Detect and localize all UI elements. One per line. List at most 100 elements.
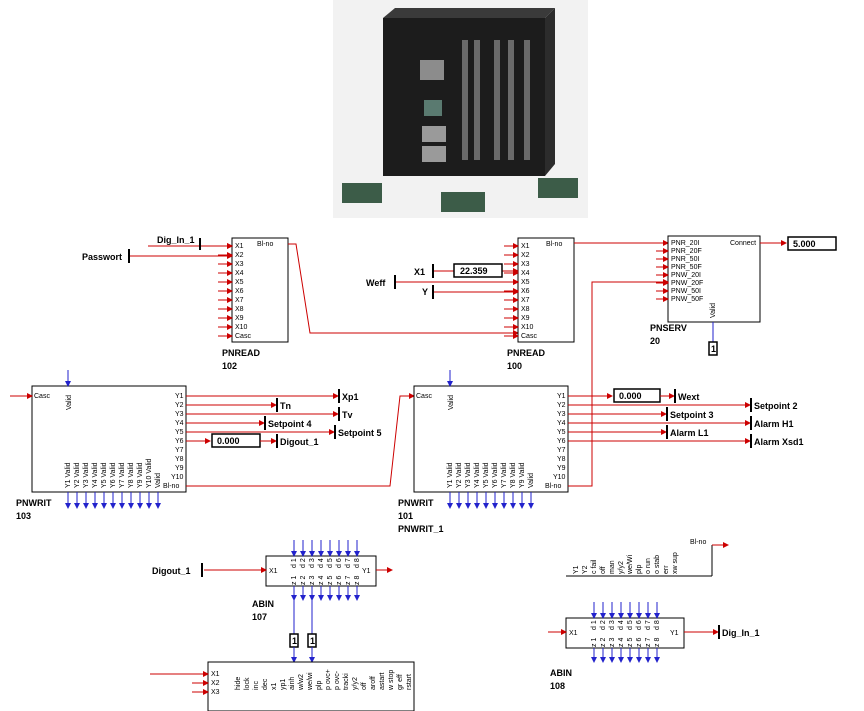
pnwrit-101-output-label: Y6 [557, 438, 566, 445]
bottom-block-label: lock [244, 677, 251, 690]
abin-107-zbit-label: z 2 [300, 576, 307, 585]
pnread-102-input-label: X10 [235, 324, 248, 331]
pnwrit-101-output-label: Y3 [557, 411, 566, 418]
pnwrit-103-output-label: Y3 [175, 411, 184, 418]
bottom-block-label: tracki [343, 673, 350, 690]
digout-value: 0.000 [217, 436, 240, 446]
abin-108-bit-label: d 3 [609, 620, 616, 630]
pnwrit-101-valid-label: Y2 Valid [456, 462, 463, 488]
pnwrit-101-valid-label: Y6 Valid [492, 462, 499, 488]
pnwrit-101-output-label: Y10 [553, 474, 566, 481]
setpoint-4-label: Setpoint 4 [268, 419, 312, 429]
bottom-x3: X3 [211, 689, 220, 696]
abin-107-y1: Y1 [362, 568, 371, 575]
abin-108-bit-label: d 2 [600, 620, 607, 630]
pnwrit-101-output-label: Y1 [557, 393, 566, 400]
pnread-102-input-label: Casc [235, 333, 251, 340]
wire-102-to-100 [288, 243, 519, 336]
pnread-102-input-label: X6 [235, 288, 244, 295]
pnwrit-101-valid-label: Y4 Valid [474, 462, 481, 488]
pnwrit-103-output-label: Y8 [175, 456, 184, 463]
pnread-100-name: PNREAD [507, 348, 546, 358]
abin-108-zbit-label: z 7 [645, 638, 652, 647]
y-label: Y [422, 287, 428, 297]
abin-108-zbit-label: z 5 [627, 638, 634, 647]
connect-output-value: 5.000 [793, 239, 816, 249]
abin-107-bit-label: d 1 [291, 558, 298, 568]
setpoint-2-label: Setpoint 2 [754, 401, 798, 411]
pnread-100-input-label: X10 [521, 324, 534, 331]
pnserv-valid-box: 1 [711, 344, 716, 354]
abin-107-zbit-label: z 7 [345, 576, 352, 585]
abin-108-name: ABIN [550, 668, 572, 678]
pnserv-block-20: PNR_20IPNR_20FPNR_50IPNR_50FPNW_20IPNW_2… [650, 235, 837, 356]
abin-107-bit-label: d 4 [318, 558, 325, 568]
pnwrit-103-output-signals: Xp1 Tn Tv Setpoint 4 Setpoint 5 0.000 Di… [186, 389, 415, 487]
bottom-block-label: ainh [289, 677, 296, 690]
wext-value: 0.000 [619, 391, 642, 401]
pnwrit-101-output-label: Y8 [557, 456, 566, 463]
digout-1-label: Digout_1 [280, 437, 319, 447]
pnserv-valid-label: Valid [710, 303, 717, 318]
weff-label: Weff [366, 278, 386, 288]
abin-107-zbit-label: z 3 [309, 576, 316, 585]
passwort-label: Passwort [82, 252, 122, 262]
pnwrit-103-valid-label: Y5 Valid [101, 462, 108, 488]
pnread-100-input-label: X6 [521, 288, 530, 295]
setpoint-3-label: Setpoint 3 [670, 410, 714, 420]
abin-107-zbit-label: z 5 [327, 576, 334, 585]
abin-107-bit-label: d 8 [354, 558, 361, 568]
pnwrit-103-valid-label: Y9 Valid [137, 462, 144, 488]
pnwrit-101-valid-label: Y9 Valid [519, 462, 526, 488]
pnwrit-103-output-label: Y2 [175, 402, 184, 409]
bottom-block-label: p ovc+ [325, 669, 332, 690]
alarm-l1-label: Alarm L1 [670, 428, 709, 438]
x1-label: X1 [414, 267, 425, 277]
pnwrit-101-output-label: Y7 [557, 447, 566, 454]
abin-107-x1: X1 [269, 568, 278, 575]
abin-108-top-label: o stab [654, 555, 661, 574]
pnread-100-input-label: X1 [521, 243, 530, 250]
abin-108-zbit-label: z 8 [654, 638, 661, 647]
abin-108-top-label: y/y2 [618, 561, 625, 574]
setpoint-5-label: Setpoint 5 [338, 428, 382, 438]
abin-107-box-2: 1 [310, 636, 315, 646]
pnwrit-101-casc: Casc [416, 393, 432, 400]
abin-108-zbit-label: z 1 [591, 638, 598, 647]
pnwrit-101-valid-label: Y3 Valid [465, 462, 472, 488]
abin-108-bit-label: d 5 [627, 620, 634, 630]
bottom-x2: X2 [211, 680, 220, 687]
abin-108-id: 108 [550, 681, 565, 691]
pnwrit-103-name: PNWRIT [16, 498, 52, 508]
abin-108-zbit-label: z 4 [618, 638, 625, 647]
abin-108-top-label: man [609, 560, 616, 574]
pnwrit-103-output-label: Y1 [175, 393, 184, 400]
tv-label: Tv [342, 410, 353, 420]
pnwrit-101-output-label: Bl-no [545, 483, 561, 490]
pnserv-input-label: PNR_50I [671, 256, 699, 263]
pnwrit-101-valid-label: Y8 Valid [510, 462, 517, 488]
pnread-102-input-label: X4 [235, 270, 244, 277]
pnread-100-input-label: X7 [521, 297, 530, 304]
bottom-block-label: y/y2 [352, 677, 359, 690]
bottom-block-label: w/w2 [298, 674, 305, 691]
dig-in-1-output-label: Dig_In_1 [722, 628, 760, 638]
pnwrit-101-name: PNWRIT [398, 498, 434, 508]
pnwrit-103-id: 103 [16, 511, 31, 521]
pnwrit-103-valid-label: Y7 Valid [119, 462, 126, 488]
dig-in-1-label: Dig_In_1 [157, 235, 195, 245]
x1-value: 22.359 [460, 266, 488, 276]
pnread-102-input-label: X3 [235, 261, 244, 268]
abin-108-top-label: plp [636, 565, 643, 574]
xp1-label: Xp1 [342, 392, 359, 402]
pnread-102-input-label: X2 [235, 252, 244, 259]
abin-108-zbit-label: z 3 [609, 638, 616, 647]
bottom-block-label: w stop [388, 670, 395, 691]
bottom-block-label: p ovc- [334, 670, 341, 690]
digout-1-input-label: Digout_1 [152, 566, 191, 576]
